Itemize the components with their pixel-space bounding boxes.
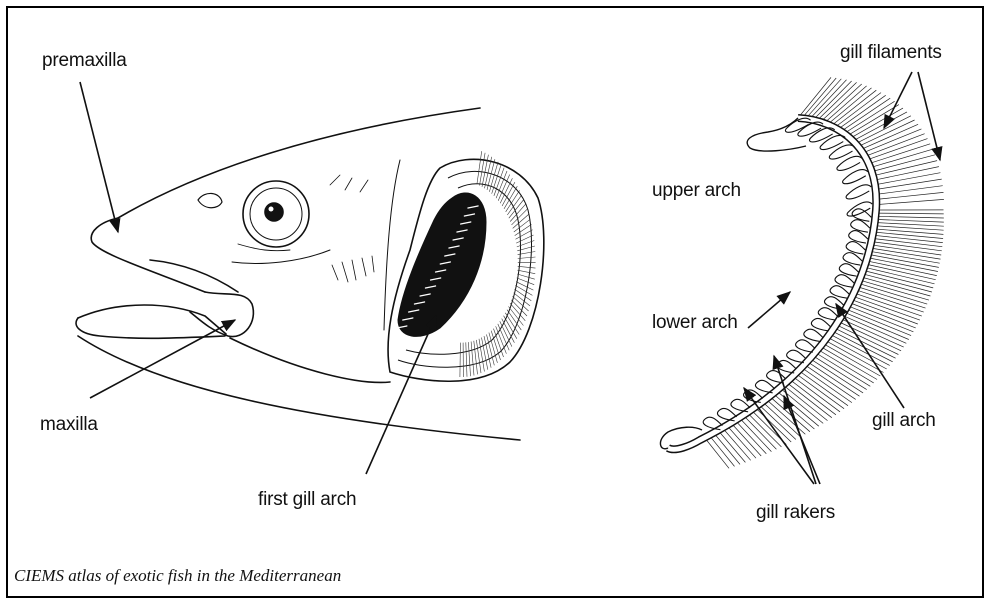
arch-bone (668, 118, 876, 449)
label-premaxilla: premaxilla (42, 50, 127, 72)
caption: CIEMS atlas of exotic fish in the Medite… (14, 566, 341, 586)
label-gill-rakers: gill rakers (756, 502, 835, 524)
label-lower-arch: lower arch (652, 312, 738, 334)
label-maxilla: maxilla (40, 414, 98, 436)
arrow-gill-rakers-1 (744, 388, 814, 484)
arrow-maxilla (90, 320, 235, 398)
label-first-gill-arch: first gill arch (258, 489, 356, 511)
lower-jaw (78, 305, 226, 334)
label-upper-arch: upper arch (652, 180, 741, 202)
arrow-gill-filaments-1 (884, 72, 912, 128)
arrow-premaxilla (80, 82, 118, 232)
label-gill-arch: gill arch (872, 410, 936, 432)
label-gill-filaments: gill filaments (840, 42, 942, 64)
upper-jaw (91, 218, 205, 292)
gill-opening (388, 151, 544, 381)
arrow-lower-arch (748, 292, 790, 328)
